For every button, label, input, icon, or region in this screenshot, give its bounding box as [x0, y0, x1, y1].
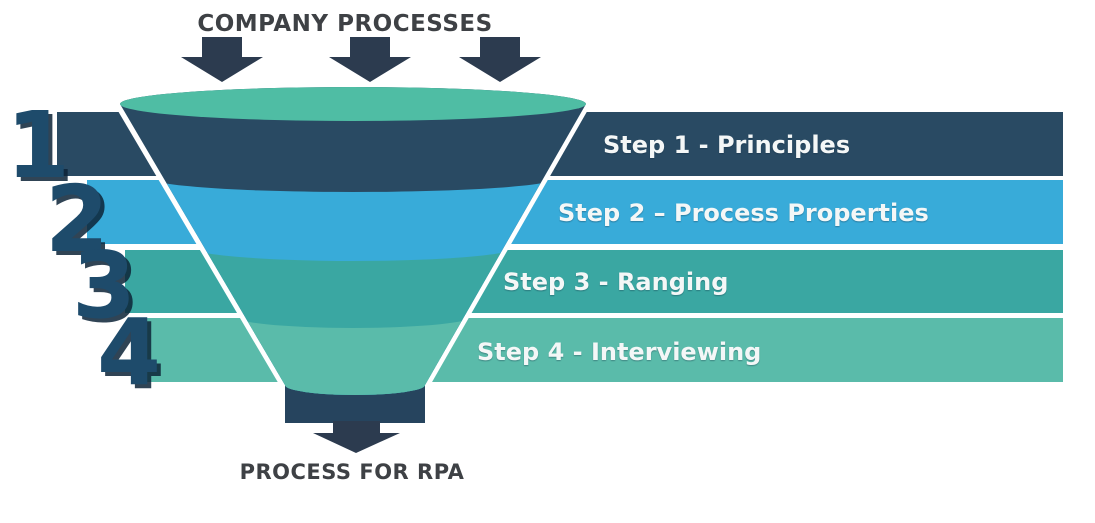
- step-1-number: 1 1: [6, 92, 74, 203]
- step-3-number: 3 3: [72, 232, 140, 343]
- process-for-rpa-title: PROCESS FOR RPA: [240, 460, 465, 484]
- down-arrow-icon-output: [313, 421, 400, 453]
- step-2-number-face: 2: [45, 166, 109, 273]
- step-3-number-shadow: 3: [76, 236, 140, 343]
- step-1-label: Step 1 - Principles: [603, 131, 850, 159]
- down-arrow-icon-3: [459, 37, 541, 82]
- step-3-label: Step 3 - Ranging: [503, 268, 728, 296]
- company-processes-title: COMPANY PROCESSES: [197, 11, 492, 37]
- step-1-number-face: 1: [6, 92, 70, 199]
- step-3-number-face: 3: [72, 232, 136, 339]
- step-4-number: 4 4: [97, 299, 165, 410]
- step-2-number-shadow: 2: [49, 170, 113, 277]
- down-arrow-icon-1: [181, 37, 263, 82]
- step-2-label: Step 2 – Process Properties: [558, 199, 929, 227]
- funnel-top-ellipse: [120, 87, 586, 121]
- funnel-segment-4: [230, 315, 476, 395]
- step-4-number-face: 4: [97, 299, 161, 406]
- step-4-number-shadow: 4: [101, 303, 165, 410]
- step-2-number: 2 2: [45, 166, 113, 277]
- down-arrow-icon-2: [329, 37, 411, 82]
- step-4-label: Step 4 - Interviewing: [477, 338, 761, 366]
- step-1-number-shadow: 1: [10, 96, 74, 203]
